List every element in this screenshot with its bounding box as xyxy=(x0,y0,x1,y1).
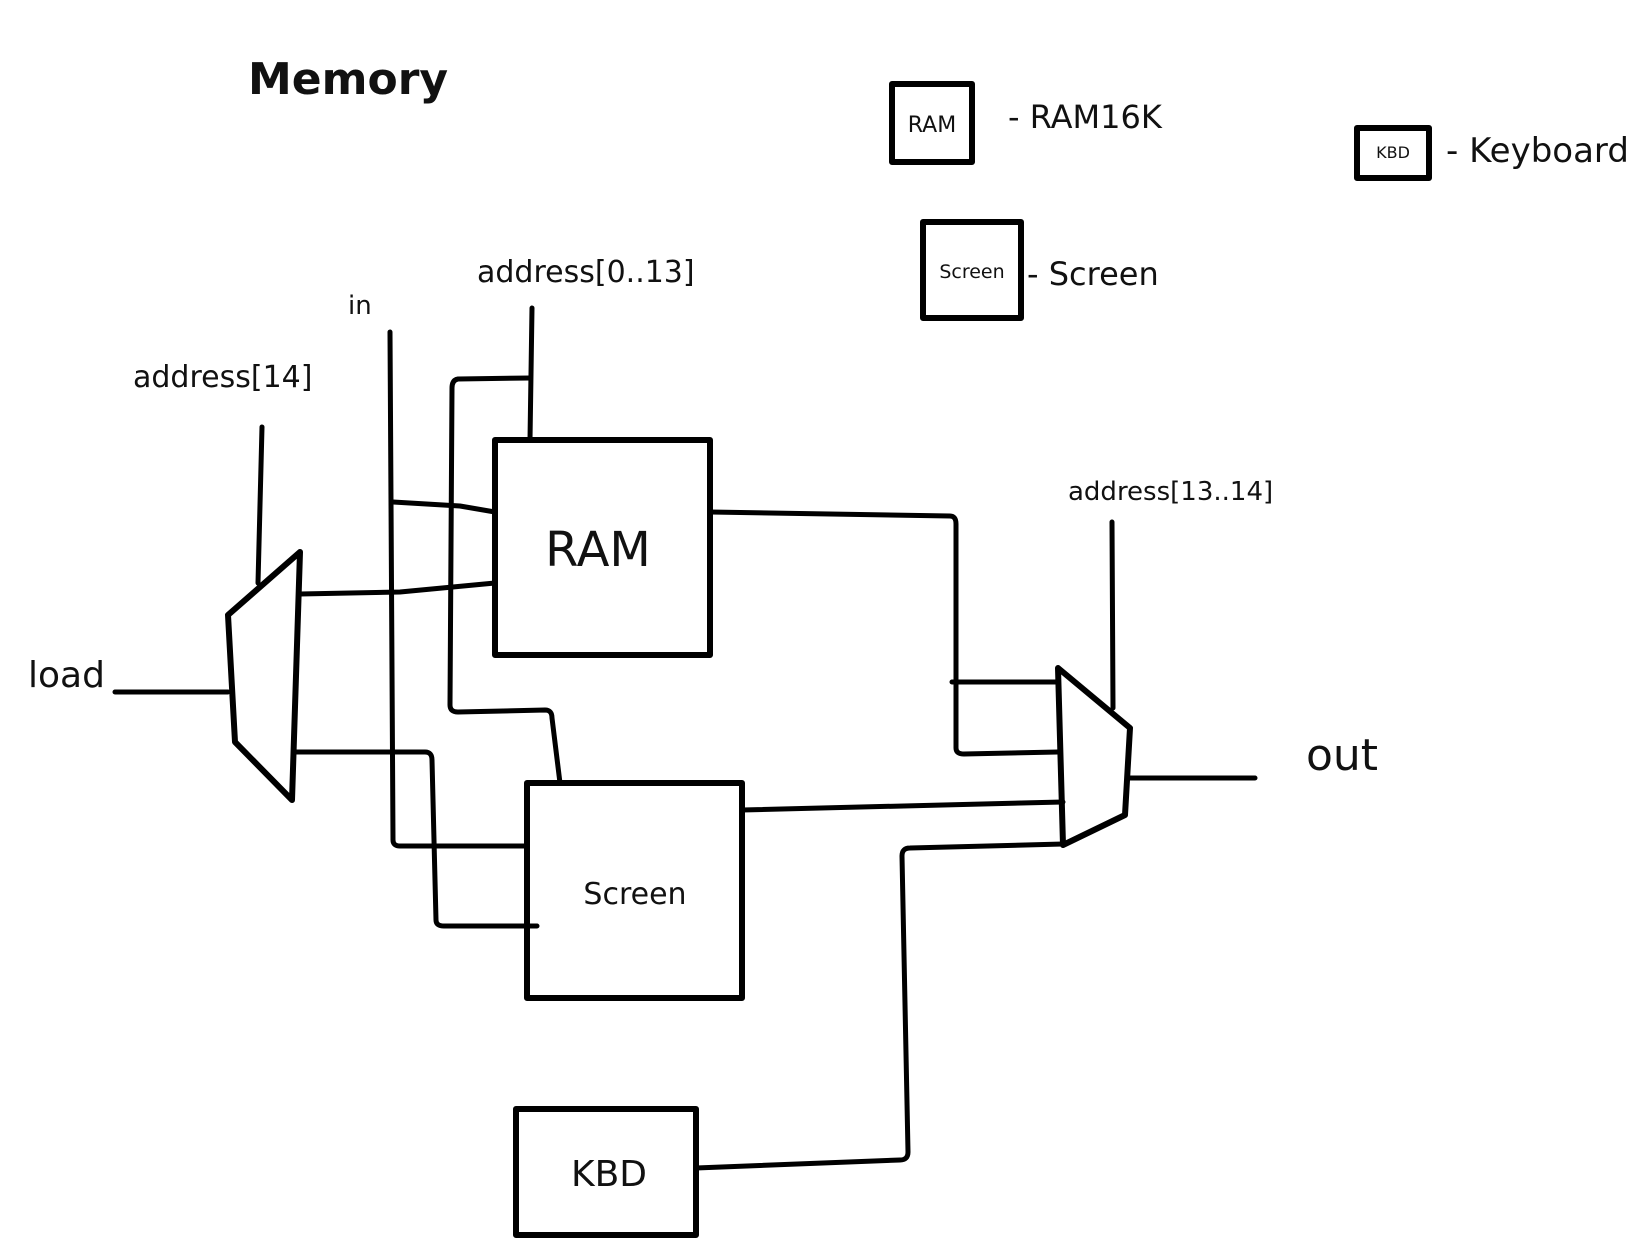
legend-screen-box-text: Screen xyxy=(939,261,1004,283)
label-address-13-14: address[13..14] xyxy=(1068,477,1273,507)
legend-ram: RAM - RAM16K xyxy=(889,81,1163,165)
ram-label: RAM xyxy=(545,522,651,578)
wire-kbd-out xyxy=(693,841,1066,1171)
screen-component: Screen xyxy=(524,780,745,1001)
label-address-0-13: address[0..13] xyxy=(477,255,695,290)
kbd-component: KBD xyxy=(513,1106,699,1238)
ram-box xyxy=(492,437,713,658)
legend-screen-description: - Screen xyxy=(1027,255,1159,293)
wire-address-14 xyxy=(255,424,265,586)
wire-in xyxy=(387,329,530,849)
legend-kbd-box xyxy=(1354,125,1432,181)
legend-screen-box xyxy=(920,219,1024,321)
dmux-load xyxy=(225,549,303,803)
wire-ram-out xyxy=(707,509,1061,757)
wire-address-0-13 xyxy=(527,305,535,443)
label-in: in xyxy=(348,291,372,321)
legend-kbd: KBD - Keyboard xyxy=(1354,125,1629,181)
legend-screen: Screen - Screen xyxy=(920,219,1159,321)
legend-kbd-description: - Keyboard xyxy=(1446,131,1629,171)
wire-in-ram xyxy=(390,499,498,515)
legend-ram-box-text: RAM xyxy=(908,113,956,138)
legend-ram-description: - RAM16K xyxy=(1008,98,1163,136)
label-out: out xyxy=(1306,730,1378,781)
ram-component: RAM xyxy=(492,437,713,658)
screen-box xyxy=(524,780,745,1001)
kbd-box xyxy=(513,1106,699,1238)
label-load: load xyxy=(28,655,105,696)
kbd-label: KBD xyxy=(571,1154,647,1195)
wire-screen-out xyxy=(739,799,1066,813)
diagram-title: Memory xyxy=(248,54,448,105)
label-address-14: address[14] xyxy=(133,360,312,395)
wire-address-13-14 xyxy=(1109,519,1116,711)
legend-kbd-box-text: KBD xyxy=(1376,143,1410,162)
wire-address-0-13-branch-screen xyxy=(447,375,563,786)
screen-label: Screen xyxy=(583,877,686,912)
legend-ram-box xyxy=(889,81,975,165)
mux-out xyxy=(1055,665,1133,848)
wire-load-ram xyxy=(297,580,498,597)
wire-load-screen xyxy=(291,749,540,929)
